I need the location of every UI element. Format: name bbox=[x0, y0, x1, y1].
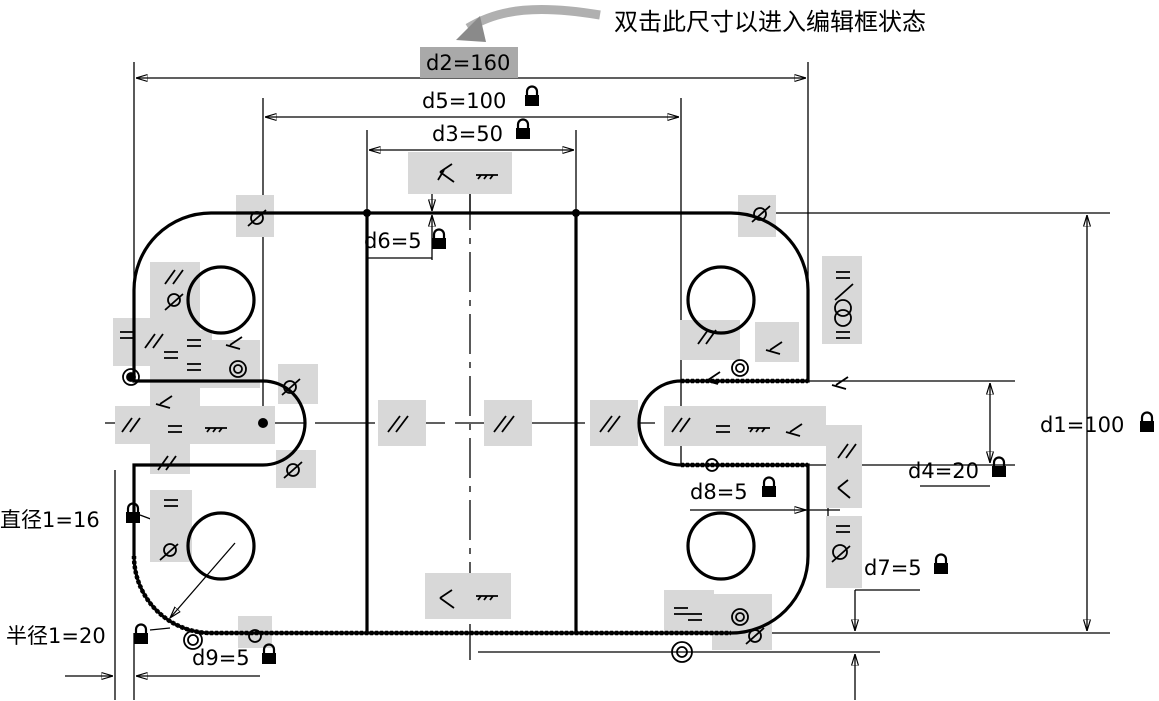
d2-highlight bbox=[420, 47, 518, 78]
dim-d8[interactable]: d8=5 bbox=[690, 480, 748, 504]
lock-icon bbox=[990, 456, 1008, 479]
sketch-profile[interactable] bbox=[131, 209, 810, 636]
lock-icon bbox=[760, 476, 778, 499]
dim-d7[interactable]: d7=5 bbox=[864, 556, 922, 580]
lock-icon bbox=[932, 553, 950, 576]
lock-icon bbox=[430, 228, 448, 251]
dimension-lines bbox=[65, 78, 1087, 700]
callout-arrow bbox=[465, 4, 601, 32]
dim-radius[interactable]: 半径1=20 bbox=[6, 624, 106, 648]
dim-d9[interactable]: d9=5 bbox=[192, 646, 250, 670]
annotation-text: 双击此尺寸以进入编辑框状态 bbox=[614, 8, 926, 36]
lock-icon bbox=[1138, 411, 1156, 434]
lock-icon bbox=[523, 85, 541, 108]
dim-d6[interactable]: d6=5 bbox=[364, 229, 422, 253]
dim-diameter[interactable]: 直径1=16 bbox=[0, 508, 100, 532]
constraint-highlights bbox=[113, 152, 862, 650]
callout-arrowhead bbox=[456, 16, 486, 42]
dim-d5[interactable]: d5=100 bbox=[422, 89, 506, 113]
dim-d2[interactable]: d2=160 bbox=[426, 51, 510, 75]
constraint-symbols bbox=[120, 163, 857, 663]
dim-d1[interactable]: d1=100 bbox=[1040, 413, 1124, 437]
dim-d3[interactable]: d3=50 bbox=[432, 122, 503, 146]
lock-icon bbox=[132, 623, 150, 646]
dim-d4[interactable]: d4=20 bbox=[908, 459, 979, 483]
lock-icon bbox=[514, 118, 532, 141]
